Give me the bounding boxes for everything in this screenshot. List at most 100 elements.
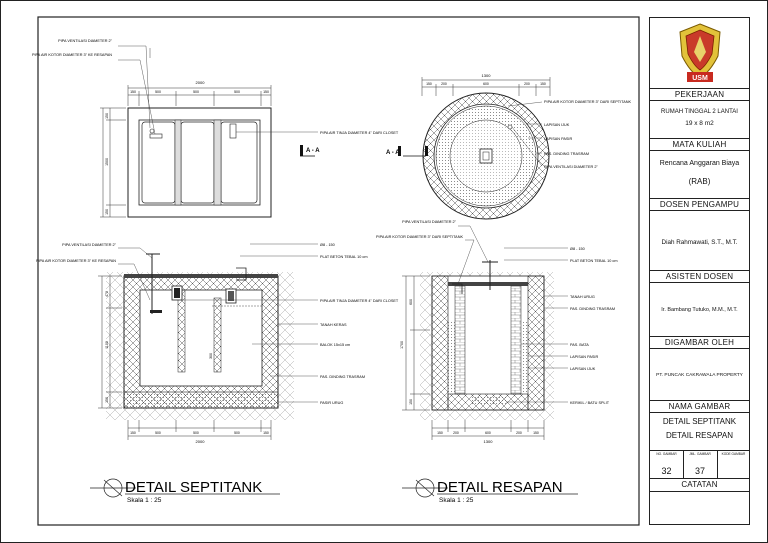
title-resapan: DETAIL RESAPAN xyxy=(437,479,563,496)
svg-text:150: 150 xyxy=(105,397,109,403)
title-septitank: DETAIL SEPTITANK xyxy=(125,479,262,496)
svg-text:TANAH URUG: TANAH URUG xyxy=(570,295,595,299)
section-mark: A - A xyxy=(306,148,320,154)
septitank-plan: 2000 150 500 500 500 150 150 1500 150 PI… xyxy=(32,39,399,218)
pekerjaan-line1: RUMAH TINGGAL 2 LANTAI xyxy=(661,109,738,115)
svg-text:Ø8 - 150: Ø8 - 150 xyxy=(570,247,585,251)
svg-text:1300: 1300 xyxy=(484,439,494,444)
university-logo: USM xyxy=(678,23,721,82)
catatan-header: CATATAN xyxy=(650,479,749,492)
logo-area: USM xyxy=(650,18,749,88)
drawing-number-row: NO. GAMBAR 32 JML. GAMBAR 37 KODE GAMBAR xyxy=(650,450,749,479)
svg-text:150: 150 xyxy=(105,113,109,119)
svg-text:1100: 1100 xyxy=(105,341,109,349)
septitank-section: 470 1100 150 300 150 500 500 500 150 200… xyxy=(36,243,399,444)
svg-text:TANAH KERAS: TANAH KERAS xyxy=(320,323,347,327)
svg-text:1500: 1500 xyxy=(105,158,109,166)
nama-gambar-line2: DETAIL RESAPAN xyxy=(666,431,733,440)
nama-gambar-line1: DETAIL SEPTITANK xyxy=(662,417,737,426)
svg-text:150: 150 xyxy=(533,431,539,435)
resapan-section: 600 1700 150 150 200 600 200 150 1300 PI… xyxy=(376,220,618,444)
svg-text:150: 150 xyxy=(409,399,413,405)
dim: 150 xyxy=(130,90,136,94)
svg-text:150: 150 xyxy=(437,431,443,435)
asisten-name: Ir. Bambang Tutuko, M.M., M.T. xyxy=(661,307,738,313)
dim: 500 xyxy=(193,90,199,94)
svg-text:1700: 1700 xyxy=(400,341,404,349)
nama-gambar-header: NAMA GAMBAR xyxy=(650,400,749,413)
resapan-title: DETAIL RESAPAN Skala 1 : 25 xyxy=(402,478,578,504)
svg-text:PAS. DINDING TRASRAM: PAS. DINDING TRASRAM xyxy=(570,307,615,311)
drawing-frame xyxy=(37,16,640,526)
svg-text:PLAT BETON TEBAL 10 cm: PLAT BETON TEBAL 10 cm xyxy=(320,255,367,259)
svg-text:PIPA VENTILASI DIAMETER 2": PIPA VENTILASI DIAMETER 2" xyxy=(62,243,116,247)
mata-kuliah-line2: (RAB) xyxy=(688,177,711,186)
svg-text:500: 500 xyxy=(234,431,240,435)
no-gambar-cell: NO. GAMBAR 32 xyxy=(650,451,684,478)
digambar-header: DIGAMBAR OLEH xyxy=(650,336,749,349)
svg-text:150: 150 xyxy=(540,82,546,86)
svg-text:PLAT BETON TEBAL 10 cm: PLAT BETON TEBAL 10 cm xyxy=(570,259,617,263)
label-vent-res: PIPA VENTILASI DIAMETER 2" xyxy=(544,165,598,169)
scale-resapan: Skala 1 : 25 xyxy=(439,497,474,504)
pekerjaan-line2: 19 x 8 m2 xyxy=(685,120,714,127)
svg-text:Ø8 - 150: Ø8 - 150 xyxy=(320,243,335,247)
svg-text:150: 150 xyxy=(426,82,432,86)
label-tinja-plan: PIPA AIR TINJA DIAMETER 4" DARI CLOSET xyxy=(320,131,399,135)
svg-text:LAPISAN PASIR: LAPISAN PASIR xyxy=(570,355,598,359)
svg-text:600: 600 xyxy=(485,431,491,435)
svg-text:PASIR URUG: PASIR URUG xyxy=(320,401,343,405)
svg-text:USM: USM xyxy=(692,75,708,82)
svg-text:200: 200 xyxy=(453,431,459,435)
dosen-name: Diah Rahmawati, S.T., M.T. xyxy=(661,239,738,246)
svg-text:150: 150 xyxy=(130,431,136,435)
svg-text:200: 200 xyxy=(524,82,530,86)
label-dinding: PAS. DINDING TRASRAM xyxy=(544,152,589,156)
svg-text:500: 500 xyxy=(193,431,199,435)
kode-gambar-cell: KODE GAMBAR xyxy=(721,452,746,456)
svg-text:470: 470 xyxy=(105,291,109,297)
dim: 500 xyxy=(234,90,240,94)
title-block: USM PEKERJAAN RUMAH TINGGAL 2 LANTAI 19 … xyxy=(649,17,750,525)
no-gambar-value: 32 xyxy=(661,466,672,476)
svg-text:200: 200 xyxy=(441,82,447,86)
svg-text:150: 150 xyxy=(263,431,269,435)
svg-text:BALOK 15x15 cm: BALOK 15x15 cm xyxy=(320,343,350,347)
septitank-title: DETAIL SEPTITANK Skala 1 : 25 xyxy=(90,478,280,504)
svg-text:300: 300 xyxy=(209,353,213,359)
svg-text:PAS. BATA: PAS. BATA xyxy=(570,343,589,347)
label-vent-plan: PIPA VENTILASI DIAMETER 2" xyxy=(58,39,112,43)
svg-text:200: 200 xyxy=(516,431,522,435)
section-mark: A - A xyxy=(386,150,400,156)
dim: 500 xyxy=(155,90,161,94)
label-kotor-res: PIPA AIR KOTOR DIAMETER 3" DARI SEPTITAN… xyxy=(544,100,631,104)
dosen-header: DOSEN PENGAMPU xyxy=(650,198,749,211)
resapan-plan: 1300 150 200 600 200 150 PIPA AIR KOTOR … xyxy=(386,73,631,220)
svg-text:1300: 1300 xyxy=(482,73,492,78)
svg-text:LAPISAN IJUK: LAPISAN IJUK xyxy=(570,367,596,371)
svg-text:PIPA AIR KOTOR DIAMETER 3" DAR: PIPA AIR KOTOR DIAMETER 3" DARI SEPTITAN… xyxy=(376,235,463,239)
mata-kuliah-line1: Rencana Anggaran Biaya xyxy=(659,160,740,167)
label-pasir: LAPISAN PASIR xyxy=(544,137,572,141)
svg-text:500: 500 xyxy=(155,431,161,435)
svg-text:600: 600 xyxy=(483,82,489,86)
label-kotor-plan: PIPA AIR KOTOR DIAMETER 3" KE RESAPAN xyxy=(32,53,112,57)
svg-text:PAS. DINDING TRASRAM: PAS. DINDING TRASRAM xyxy=(320,375,365,379)
svg-text:PIPA AIR KOTOR DIAMETER 3" KE: PIPA AIR KOTOR DIAMETER 3" KE RESAPAN xyxy=(36,259,116,263)
digambar-name: PT. PUNCAK CAKRAWALA PROPERTY xyxy=(656,373,743,378)
svg-text:600: 600 xyxy=(409,299,413,305)
mata-kuliah-header: MATA KULIAH xyxy=(650,138,749,151)
svg-text:PIPA VENTILASI DIAMETER 2": PIPA VENTILASI DIAMETER 2" xyxy=(402,220,456,224)
dim: 150 xyxy=(263,90,269,94)
label-ijuk: LAPISAN IJUK xyxy=(544,123,570,127)
svg-text:PIPA AIR TINJA DIAMETER 4" DAR: PIPA AIR TINJA DIAMETER 4" DARI CLOSET xyxy=(320,299,399,303)
jml-gambar-value: 37 xyxy=(694,466,705,476)
pekerjaan-header: PEKERJAAN xyxy=(650,88,749,101)
scale-septitank: Skala 1 : 25 xyxy=(127,497,162,504)
asisten-header: ASISTEN DOSEN xyxy=(650,270,749,283)
svg-text:KERIKIL / BATU SPLIT: KERIKIL / BATU SPLIT xyxy=(570,401,610,405)
jml-gambar-cell: JML. GAMBAR 37 xyxy=(683,451,718,478)
svg-text:150: 150 xyxy=(105,209,109,215)
dim-total: 2000 xyxy=(196,80,206,85)
